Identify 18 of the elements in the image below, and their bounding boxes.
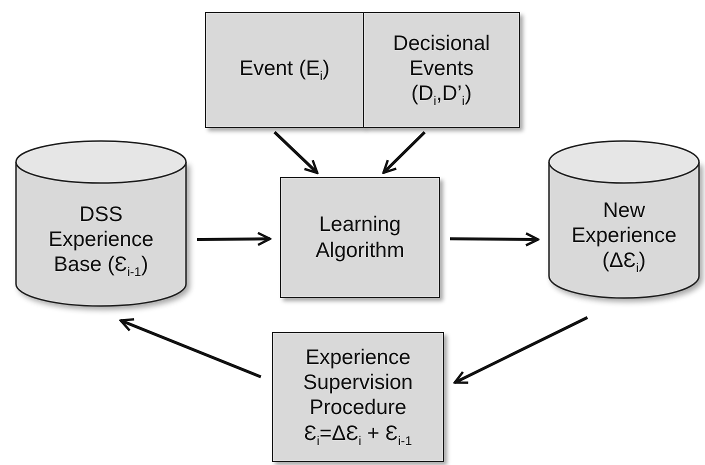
arrow	[450, 232, 540, 247]
process-box	[280, 177, 440, 298]
node-label: Decisional Events (D$_{i}$,D’$_{i}$)	[392, 30, 491, 110]
node-label: New Experience (ΔƐ$_{i}$)	[570, 198, 678, 276]
process-box	[363, 12, 520, 128]
node-label: Event (E$_{i}$)	[239, 56, 330, 84]
arrow	[196, 232, 272, 246]
arrow	[454, 316, 588, 384]
process-box	[272, 332, 444, 462]
arrow	[382, 131, 426, 174]
arrow	[274, 131, 318, 174]
arrow	[120, 318, 262, 378]
node-label: Experience Supervision Procedure Ɛ$_{i}$=ΔƐ$_{i}$ + Ɛ$_{i-1}$	[302, 345, 414, 449]
node-label: Learning Algorithm	[314, 212, 406, 263]
process-box	[205, 12, 364, 128]
database-cylinder	[15, 140, 187, 306]
node-label: DSS Experience Base (Ɛ$_{i-1}$)	[47, 202, 155, 280]
database-cylinder	[548, 140, 700, 298]
